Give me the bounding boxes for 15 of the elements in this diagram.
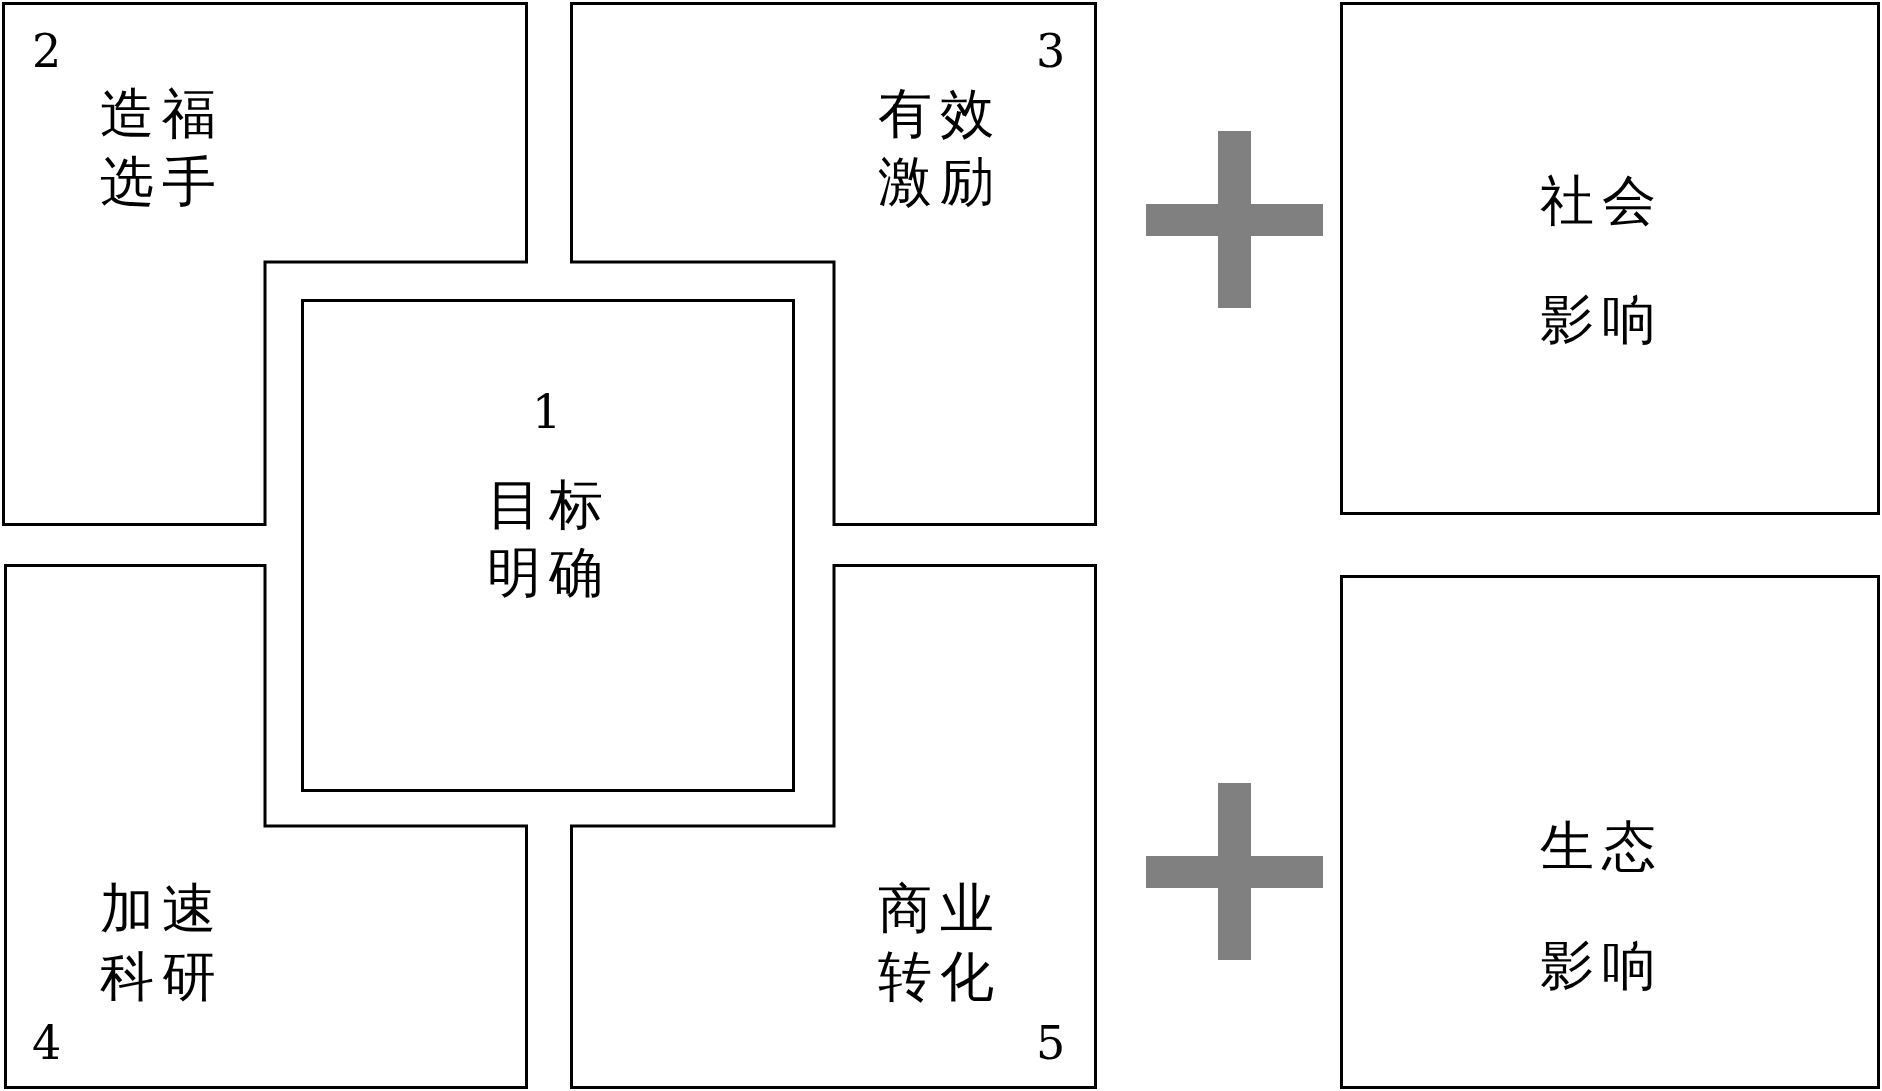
box-label: 有效激励 <box>878 81 1003 215</box>
box-label: 加速科研 <box>100 876 225 1010</box>
box-number: 5 <box>1036 1020 1066 1066</box>
box-number: 1 <box>532 389 562 435</box>
box-label: 商业转化 <box>878 876 1003 1010</box>
box-number: 4 <box>32 1020 62 1066</box>
box-label: 生态影响 <box>1540 814 1665 999</box>
square-box <box>1340 575 1880 1089</box>
box-label: 目标明确 <box>487 472 612 606</box>
square-box <box>1340 2 1880 515</box>
box-label: 社会影响 <box>1540 168 1665 353</box>
square-box <box>301 299 795 792</box>
box-label: 造福选手 <box>100 81 225 215</box>
box-number: 3 <box>1036 28 1066 74</box>
box-number: 2 <box>32 28 62 74</box>
